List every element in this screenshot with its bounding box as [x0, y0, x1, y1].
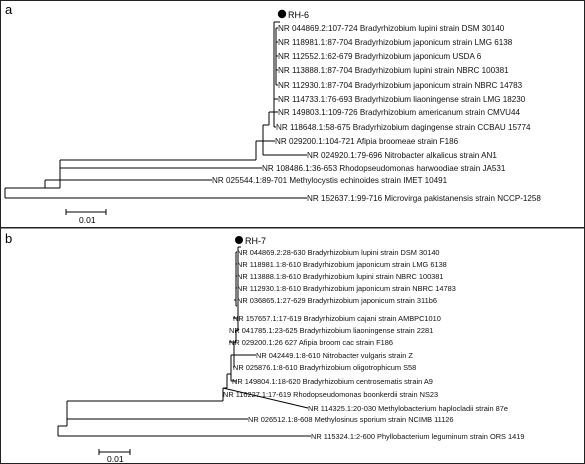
panel-a-scale-label: 0.01 — [79, 215, 96, 225]
leaf-label: NR 044869.2:107-724 Bradyrhizobium lupin… — [278, 24, 505, 33]
panel-a-highlight-label: RH-6 — [288, 10, 309, 20]
leaf-label: NR 114733.1:76-693 Bradyrhizobium liaoni… — [278, 95, 526, 104]
leaf-label: NR 036865.1:27-629 Bradyrhizobium japoni… — [237, 296, 437, 305]
panel-b: b — [0, 227, 585, 464]
panel-a-leaf-labels: NR 044869.2:107-724 Bradyrhizobium lupin… — [212, 24, 541, 203]
leaf-label: NR 118981.1:87-704 Bradyrhizobium japoni… — [278, 38, 513, 47]
leaf-label: NR 029200.1:104-721 Afipia broomeae stra… — [275, 137, 459, 146]
leaf-label: NR 152637.1:99-716 Microvirga pakistanen… — [307, 194, 541, 203]
leaf-label: NR 029200.1:26 627 Afipia broom cac stra… — [229, 338, 393, 347]
leaf-label: NR 115324.1:2-600 Phyllobacterium legumi… — [311, 432, 524, 441]
leaf-label: NR 113888.1:87-704 Bradyrhizobium lupini… — [278, 66, 509, 75]
panel-b-scale-label: 0.01 — [107, 454, 124, 464]
leaf-label: NR 149803.1:109-726 Bradyrhizobium ameri… — [278, 108, 521, 117]
leaf-label: NR 118648.1:58-675 Bradyrhizobium daging… — [276, 123, 531, 132]
leaf-label: NR 025876.1:8-610 Bradyrhizobium oligotr… — [233, 363, 416, 372]
panel-a-tree — [4, 21, 307, 199]
leaf-label: NR 026512.1:8-608 Methylosinus sporium s… — [248, 415, 454, 424]
panel-a-highlight-marker — [277, 9, 287, 19]
leaf-label: NR 157657.1:17-619 Bradyrhizobium cajani… — [233, 314, 441, 323]
leaf-label: NR 113888.1:8-610 Bradyrhizobium lupini … — [237, 272, 444, 281]
leaf-label: NR 112930.1:8-610 Bradyrhizobium japonic… — [237, 284, 456, 293]
leaf-label: NR 024920.1:79-696 Nitrobacter alkalicus… — [307, 151, 497, 160]
leaf-label: NR 116227.1:17-619 Rhodopseudomonas boon… — [223, 390, 438, 399]
leaf-label: NR 112930.1:87-704 Bradyrhizobium japoni… — [278, 81, 523, 90]
panel-a-scale-bar: 0.01 — [65, 209, 107, 225]
leaf-label: NR 149804.1:18-620 Bradyrhizobium centro… — [232, 377, 433, 386]
panel-b-highlight-marker — [235, 236, 243, 244]
leaf-label: NR 118981.1:8-610 Bradyrhizobium japonic… — [237, 260, 447, 269]
panel-b-highlight-label: RH-7 — [245, 236, 266, 246]
panel-b-letter: b — [5, 231, 12, 246]
leaf-label: NR 108486.1:36-653 Rhodopseudomonas harw… — [262, 164, 506, 173]
panel-a-letter: a — [5, 2, 13, 17]
panel-b-leaf-labels: NR 044869.2:28-630 Bradyrhizobium lupini… — [223, 248, 524, 441]
leaf-label: NR 114325.1:20-030 Methylobacterium hapl… — [308, 404, 508, 413]
panel-a: a — [0, 0, 585, 228]
panel-b-scale-bar: 0.01 — [98, 449, 131, 464]
leaf-label: NR 041785.1:23-625 Bradyrhizobium liaoni… — [229, 326, 433, 335]
leaf-label: NR 042449.1:8-610 Nitrobacter vulgaris s… — [256, 351, 413, 360]
panel-b-tree — [57, 246, 311, 437]
leaf-label: NR 044869.2:28-630 Bradyrhizobium lupini… — [237, 248, 440, 257]
leaf-label: NR 025544.1:89-701 Methylocystis echinoi… — [212, 176, 448, 185]
leaf-label: NR 112552.1:62-679 Bradyrhizobium japoni… — [278, 52, 482, 61]
